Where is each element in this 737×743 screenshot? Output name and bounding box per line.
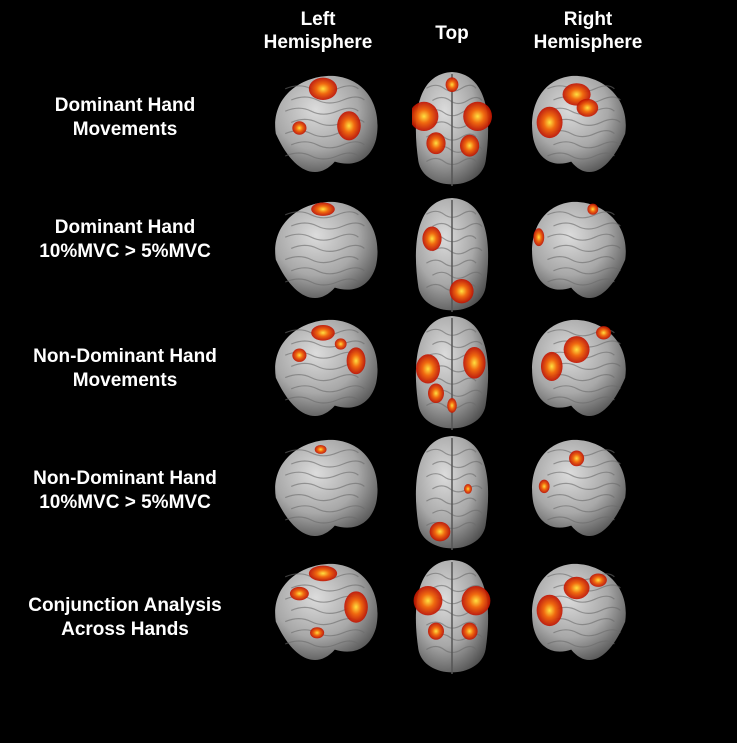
activation-blob <box>337 111 361 141</box>
activation-blob <box>311 324 335 341</box>
activation-blob <box>289 586 309 601</box>
activation-blob <box>344 591 368 623</box>
activation-blob <box>412 101 439 131</box>
activation-blob <box>461 622 478 640</box>
row-label-dominant-mvc: Dominant Hand 10%MVC > 5%MVC <box>0 216 250 264</box>
row-label-line2: 10%MVC > 5%MVC <box>39 241 211 262</box>
column-header-right-line1: Right <box>563 9 613 30</box>
activation-blob <box>413 586 443 616</box>
activation-blob <box>449 278 474 304</box>
activation-blob <box>428 622 444 640</box>
activation-blob <box>463 101 492 131</box>
activation-blob <box>536 106 563 139</box>
brain-render-row5-left <box>264 560 382 672</box>
row-label-line2: Movements <box>72 370 178 391</box>
brain-render-row5-top <box>412 558 492 680</box>
row-label-line2: Across Hands <box>61 619 189 640</box>
row-label-line1: Dominant Hand <box>54 217 196 238</box>
brain-render-row3-left <box>264 316 382 428</box>
column-header-right-line2: Hemisphere <box>533 32 643 53</box>
row-label-nondominant-mvc: Non-Dominant Hand 10%MVC > 5%MVC <box>0 467 250 515</box>
column-header-left-hemisphere: Left Hemisphere <box>253 8 383 54</box>
row-label-line1: Non-Dominant Hand <box>33 468 217 489</box>
brain-render-row1-left <box>264 72 382 184</box>
row-label-line1: Dominant Hand <box>54 95 196 116</box>
activation-blob <box>540 351 563 381</box>
row-label-line2: Movements <box>72 119 178 140</box>
activation-blob <box>464 484 472 494</box>
activation-blob <box>536 594 563 627</box>
brain-render-row2-left <box>264 198 382 310</box>
activation-blob <box>447 398 457 413</box>
brain-render-row4-top <box>412 434 492 556</box>
row-label-dominant-movements: Dominant Hand Movements <box>0 94 250 142</box>
row-label-line1: Non-Dominant Hand <box>33 346 217 367</box>
brain-render-row1-top <box>412 70 492 192</box>
activation-blob <box>308 77 338 100</box>
activation-blob <box>292 348 307 362</box>
activation-blob <box>292 121 307 135</box>
activation-blob <box>563 576 590 600</box>
activation-blob <box>587 203 599 215</box>
row-label-nondominant-movements: Non-Dominant Hand Movements <box>0 345 250 393</box>
activation-blob <box>463 346 486 379</box>
activation-blob <box>310 627 325 639</box>
activation-blob <box>533 228 545 247</box>
column-header-left-line1: Left <box>300 9 336 30</box>
column-header-top: Top <box>387 22 517 45</box>
activation-blob <box>445 77 459 92</box>
brain-surface <box>275 319 378 417</box>
brain-surface <box>532 201 626 299</box>
brain-surface <box>275 201 378 299</box>
row-label-line1: Conjunction Analysis <box>28 595 222 616</box>
row-label-conjunction: Conjunction Analysis Across Hands <box>0 594 250 642</box>
activation-blob <box>346 347 366 375</box>
activation-blob <box>308 565 338 582</box>
activation-blob <box>334 338 347 350</box>
activation-blob <box>538 479 550 494</box>
activation-blob <box>461 586 491 616</box>
brain-surface <box>275 75 378 173</box>
column-header-right-hemisphere: Right Hemisphere <box>523 8 653 54</box>
activation-blob <box>428 383 444 404</box>
activation-blob <box>422 226 442 251</box>
brain-render-row3-top <box>412 314 492 436</box>
brain-render-row1-right <box>528 72 636 184</box>
activation-blob <box>563 336 590 364</box>
brain-render-row3-right <box>528 316 636 428</box>
row-label-line2: 10%MVC > 5%MVC <box>39 492 211 513</box>
activation-blob <box>429 521 451 542</box>
brain-render-row4-left <box>264 436 382 548</box>
activation-blob <box>589 573 607 587</box>
activation-blob <box>569 450 585 467</box>
activation-blob <box>576 98 599 117</box>
activation-blob <box>314 444 327 454</box>
brain-render-row4-right <box>528 436 636 548</box>
column-header-left-line2: Hemisphere <box>263 32 373 53</box>
brain-render-row2-top <box>412 196 492 318</box>
activation-blob <box>460 134 480 157</box>
brain-render-row2-right <box>528 198 636 310</box>
activation-blob <box>426 132 446 155</box>
activation-blob <box>416 354 440 384</box>
brain-render-row5-right <box>528 560 636 672</box>
brain-surface <box>275 439 378 537</box>
activation-blob <box>311 202 335 216</box>
column-header-top-line1: Top <box>435 23 469 44</box>
activation-blob <box>596 326 612 340</box>
